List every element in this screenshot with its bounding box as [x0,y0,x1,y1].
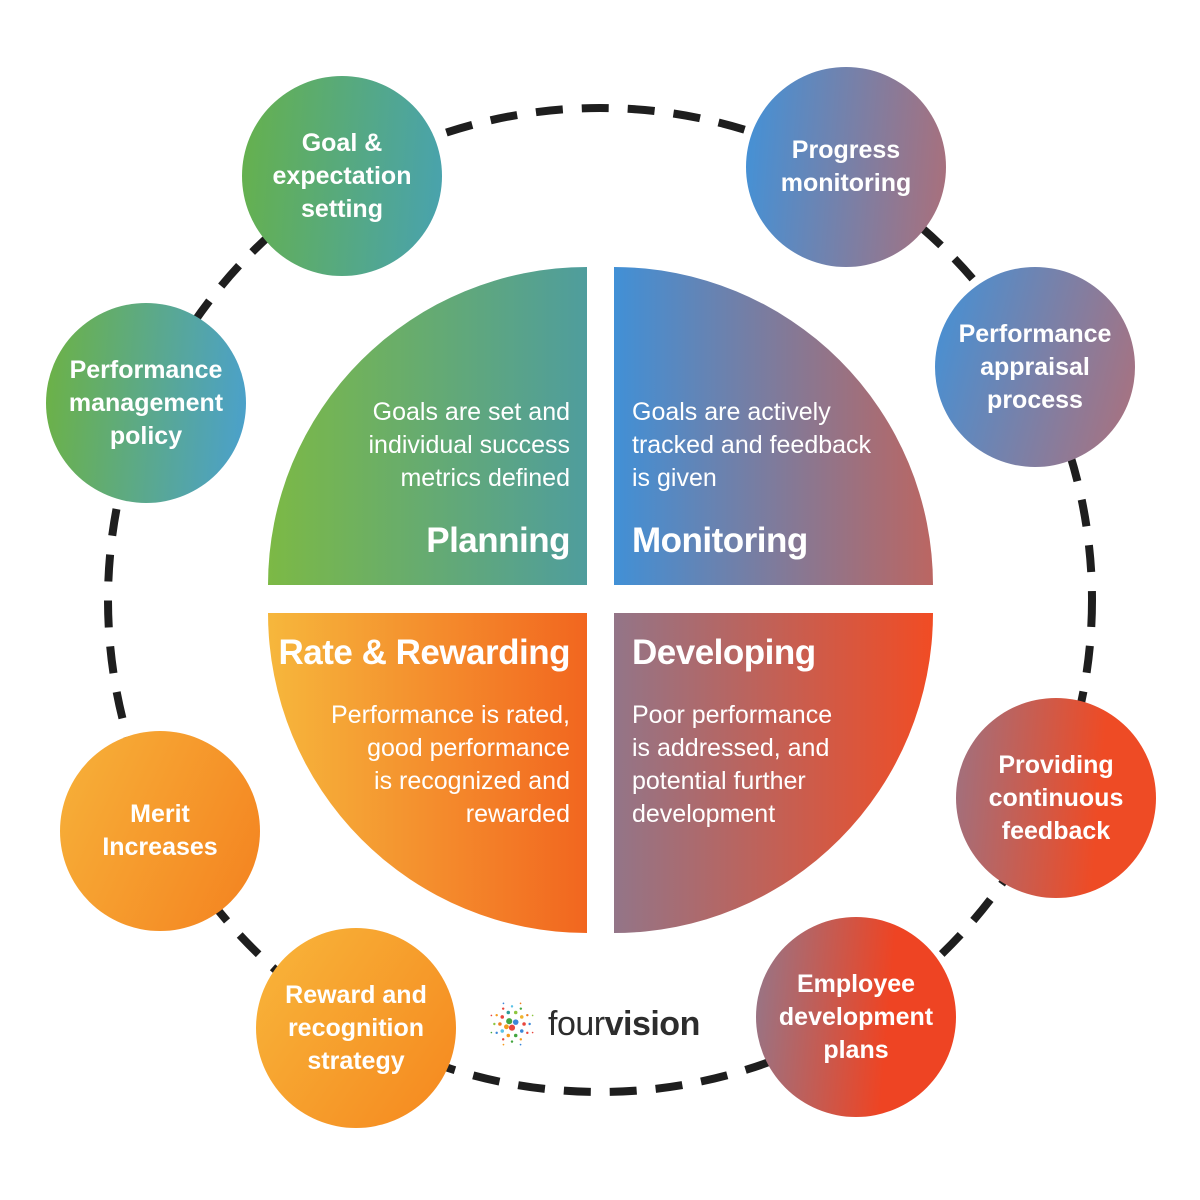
satellite-performance-management-policy: Performance management policy [46,303,246,503]
description-line: individual success [368,431,571,460]
label-line: Performance [958,319,1112,348]
label-line: Employee [796,969,916,998]
satellite-reward-recognition-strategy: Reward and recognition strategy [256,928,456,1128]
label-line: plans [823,1035,889,1064]
fourvision-logo: fourvision [486,998,700,1050]
label-line: Goal & [301,128,383,157]
quadrant-monitoring-title: Monitoring [632,521,808,561]
label-line: Merit [130,800,190,828]
label-line: monitoring [780,169,912,197]
description-line: Goals are actively [632,398,831,427]
description-line: potential further [632,766,806,795]
satellite-label: Merit Increases [102,798,217,864]
satellite-progress-monitoring: Progress monitoring [746,67,946,267]
satellite-label: Providing continuous feedback [989,749,1124,848]
label-line: strategy [307,1046,405,1075]
satellite-merit-increases: Merit Increases [60,731,260,931]
label-line: policy [109,421,183,450]
satellite-label: Employee development plans [779,968,933,1067]
label-line: Increases [102,833,218,861]
description-line: metrics defined [400,464,570,493]
quadrant-planning-title: Planning [426,521,570,561]
quadrant-developing-title: Developing [632,633,816,672]
satellite-employee-development-plans: Employee development plans [756,917,956,1117]
label-line: Providing [998,750,1114,779]
description-line: Performance is rated, [331,700,570,729]
quadrant-rate-rewarding-description: Performance is rated, good performance i… [331,699,570,831]
description-line: is given [632,464,717,493]
label-line: recognition [287,1013,425,1042]
satellite-label: Progress monitoring [781,134,912,200]
description-line: development [632,799,776,828]
description-line: good performance [367,733,570,762]
description-line: Poor performance [632,700,833,729]
quadrant-developing-description: Poor performance is addressed, and poten… [632,699,832,831]
description-line: is recognized and [374,766,570,795]
satellite-label: Goal & expectation setting [273,127,412,226]
description-line: rewarded [465,799,570,828]
fourvision-logo-text: fourvision [548,1005,700,1044]
satellite-providing-continuous-feedback: Providing continuous feedback [956,698,1156,898]
quadrant-rate-rewarding: Rate & Rewarding Performance is rated, g… [268,613,587,933]
quadrant-rate-rewarding-title: Rate & Rewarding [278,633,571,672]
satellite-label: Reward and recognition strategy [285,979,427,1078]
quadrant-planning-description: Goals are set and individual success met… [369,396,571,495]
label-line: process [987,385,1083,414]
label-line: management [68,388,224,417]
satellite-goal-expectation-setting: Goal & expectation setting [242,76,442,276]
label-line: Performance [69,355,223,384]
description-line: Goals are set and [372,398,570,427]
label-line: expectation [272,161,412,190]
label-line: setting [301,194,383,223]
fourvision-logo-dots-icon [490,1002,534,1046]
label-line: continuous [988,783,1124,812]
label-line: Progress [791,136,901,164]
logo-text-four: four [548,1004,605,1043]
quadrant-monitoring: Goals are actively tracked and feedback … [614,267,933,585]
label-line: development [778,1002,934,1031]
label-line: feedback [1001,816,1111,845]
label-line: Reward and [285,980,427,1009]
satellite-label: Performance management policy [69,354,223,453]
label-line: appraisal [980,352,1090,381]
logo-text-vision: vision [604,1004,701,1043]
description-line: tracked and feedback [632,431,872,460]
satellite-performance-appraisal-process: Performance appraisal process [935,267,1135,467]
description-line: is addressed, and [632,733,830,762]
satellite-label: Performance appraisal process [959,318,1112,417]
quadrant-monitoring-description: Goals are actively tracked and feedback … [632,396,871,495]
